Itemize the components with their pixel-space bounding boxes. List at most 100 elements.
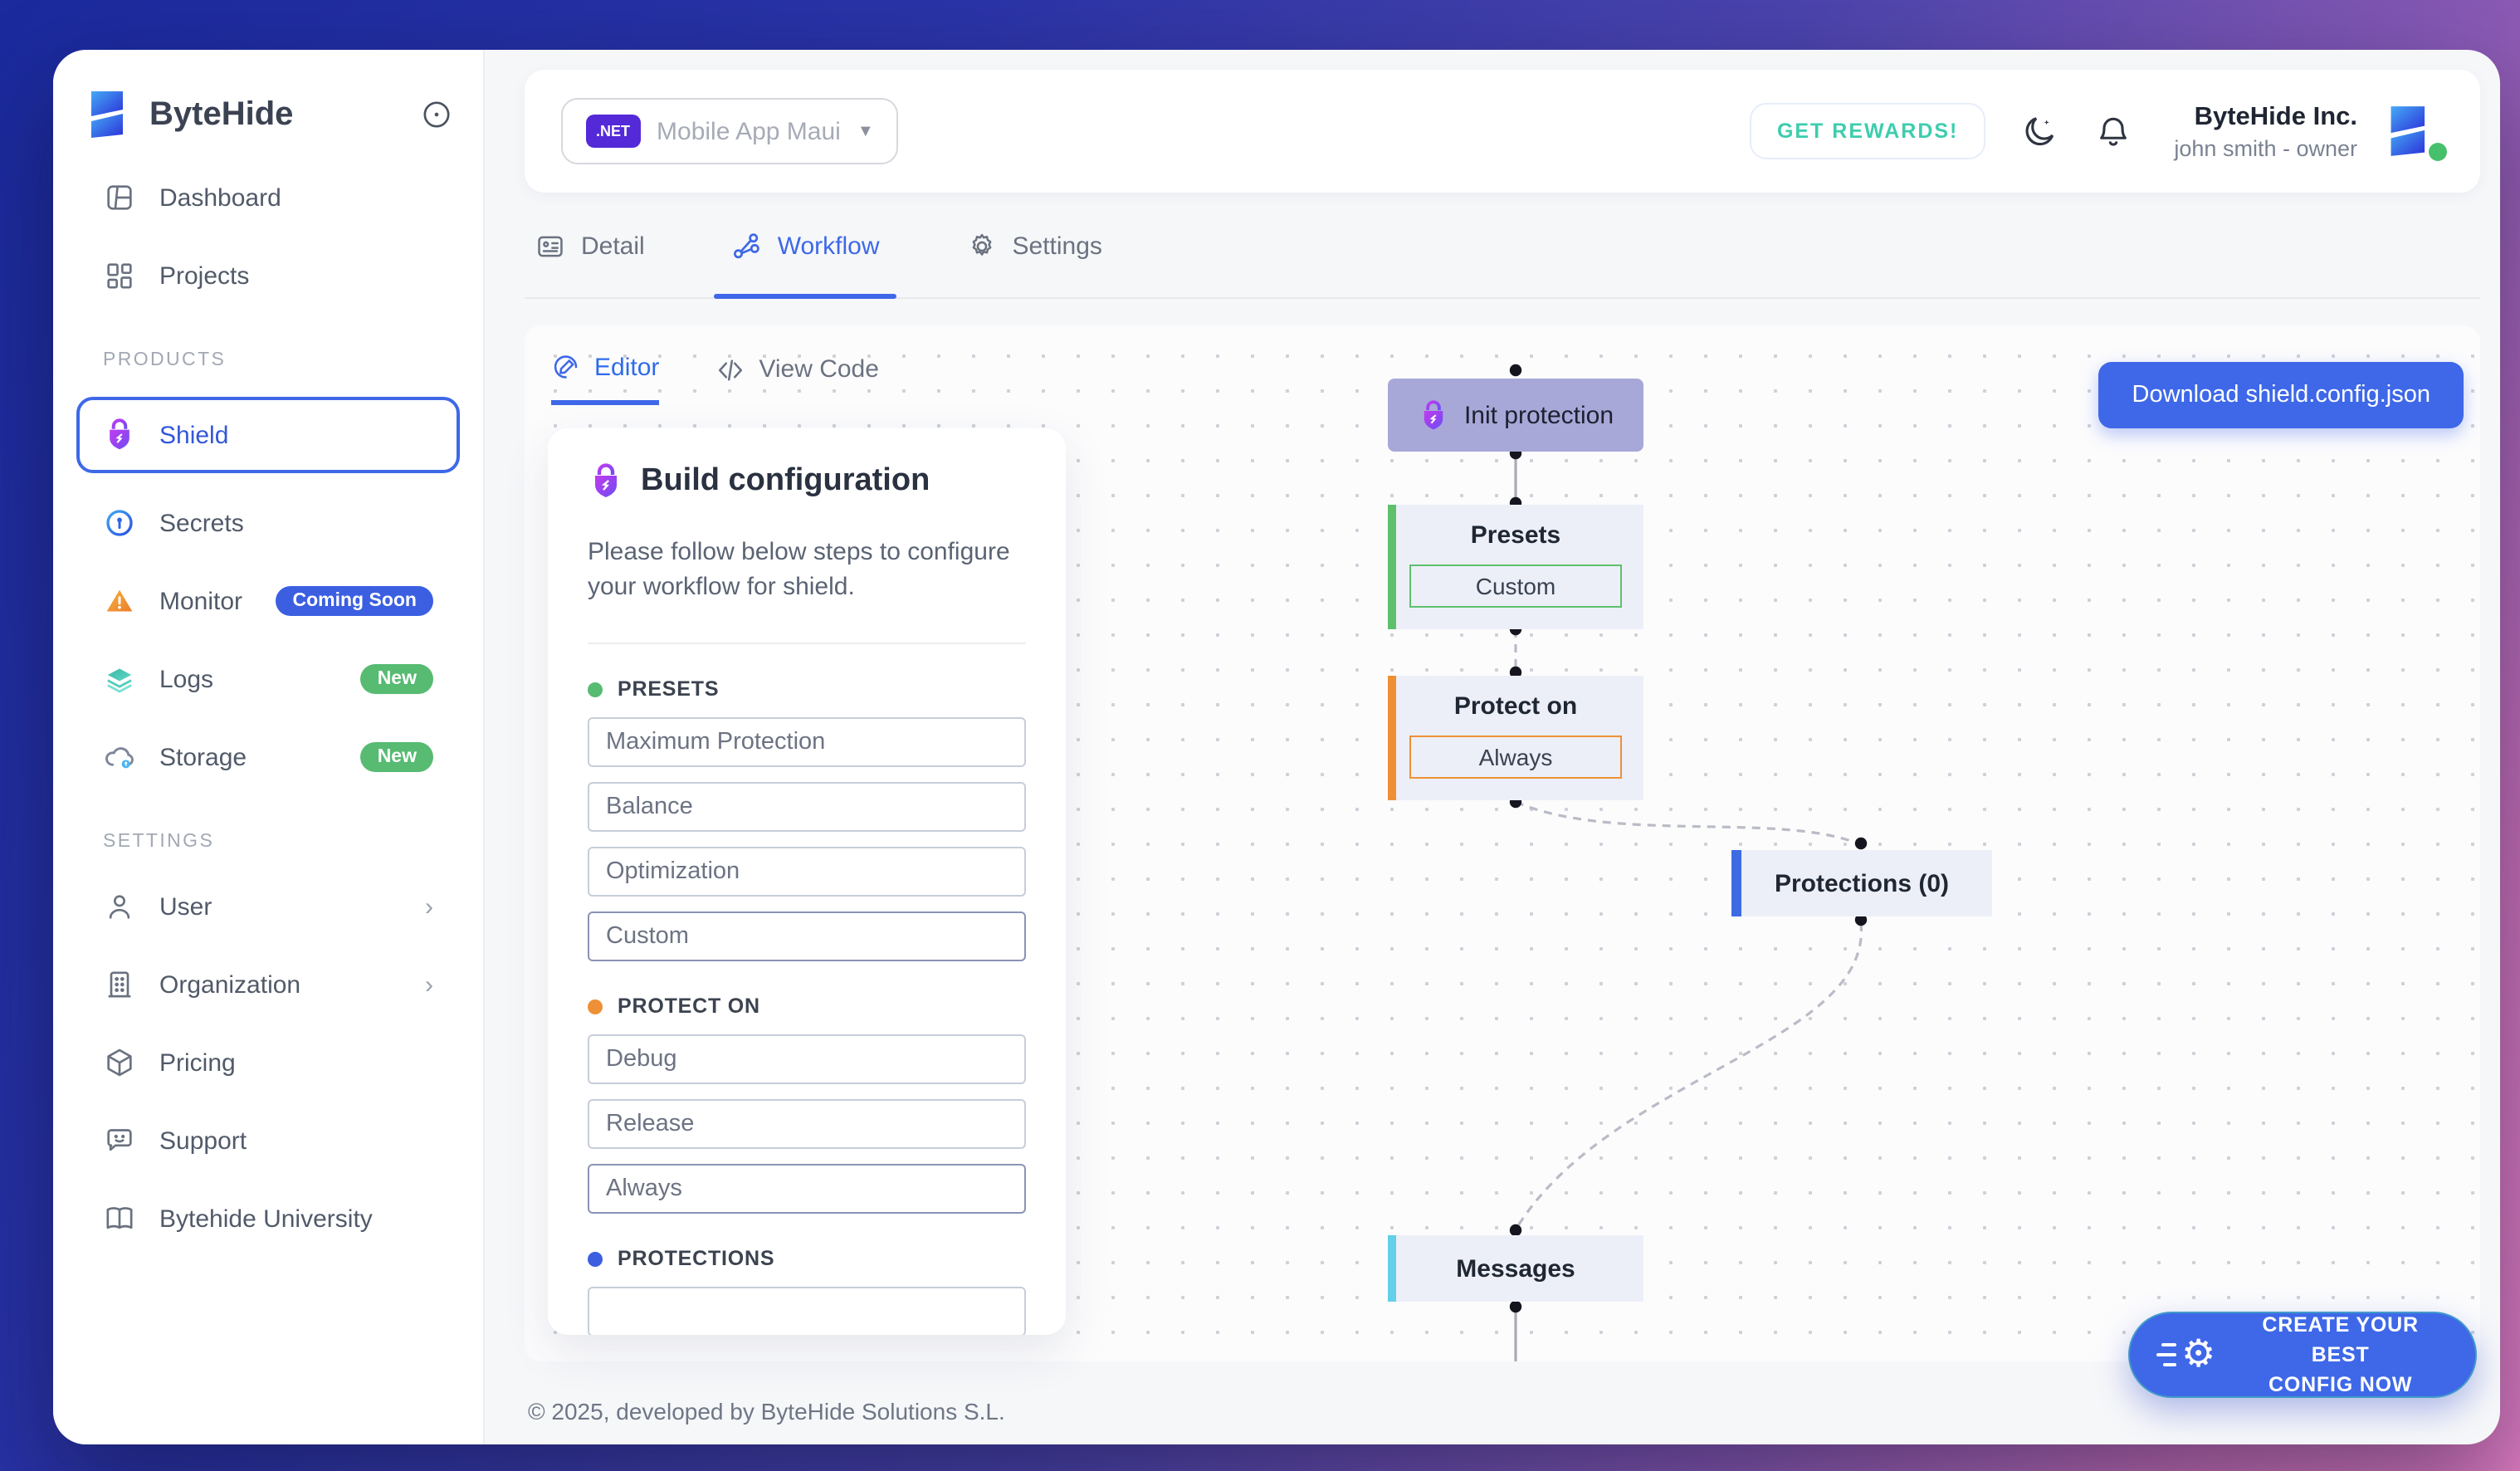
shield-lock-icon [110,418,129,450]
sidebar-item-organization[interactable]: Organization › [83,951,453,1018]
workflow-node-presets[interactable]: Presets Custom [1388,505,1643,629]
app-window: ByteHide Dashboard Projects PRODUCTS [53,50,2500,1444]
sidebar-item-storage[interactable]: Storage New [83,724,453,790]
dotnet-badge: .NET [586,115,641,148]
sidebar-item-monitor[interactable]: Monitor Coming Soon [83,568,453,634]
dark-mode-moon-icon[interactable] [2021,113,2058,149]
tab-label: Settings [1012,232,1102,261]
tab-detail[interactable]: Detail [528,196,652,297]
download-config-button[interactable]: Download shield.config.json [2098,362,2464,428]
speed-gear-icon: ⚙ [2156,1335,2215,1374]
panel-description: Please follow below steps to configure y… [588,538,1010,601]
page-tabs: Detail Workflow Settings [525,196,2480,299]
divider [588,643,1026,644]
sidebar-item-label: User [159,892,212,921]
tab-view-code[interactable]: View Code [715,352,879,405]
workflow-icon [734,233,760,259]
logs-layers-icon [107,668,132,693]
node-title: Messages [1456,1254,1575,1283]
coming-soon-badge: Coming Soon [276,586,433,616]
sidebar-item-label: Projects [159,261,250,290]
orange-dot-icon [588,999,603,1014]
bytehide-logo-icon [91,91,123,138]
projects-icon [107,263,132,289]
panel-title: Build configuration [641,463,930,498]
book-icon [106,1207,133,1229]
get-rewards-button[interactable]: GET REWARDS! [1750,103,1985,159]
project-selector[interactable]: .NET Mobile App Maui ▼ [561,98,899,164]
org-name: ByteHide Inc. [2194,102,2357,130]
secrets-key-icon [106,510,133,536]
sidebar-item-support[interactable]: Support [83,1107,453,1174]
sidebar-item-label: Support [159,1126,247,1155]
preset-option-balance[interactable]: Balance [588,782,1026,832]
account-info[interactable]: ByteHide Inc. john smith - owner [2174,102,2357,160]
protect-on-option-debug[interactable]: Debug [588,1034,1026,1084]
organization-icon [108,971,131,998]
sidebar-item-label: Dashboard [159,183,281,212]
green-dot-icon [588,682,603,696]
shield-lock-icon [1424,399,1443,429]
preset-option-optimization[interactable]: Optimization [588,847,1026,897]
node-title: Presets [1470,521,1561,550]
footer-copyright: © 2025, developed by ByteHide Solutions … [528,1398,1005,1425]
project-name: Mobile App Maui [657,117,841,145]
sidebar-item-label: Logs [159,665,214,693]
sidebar-item-shield[interactable]: Shield [76,397,460,473]
workflow-node-init-protection[interactable]: Init protection [1388,379,1643,452]
sidebar: ByteHide Dashboard Projects PRODUCTS [53,50,485,1444]
protect-on-section-label: PROTECT ON [588,995,1026,1018]
chevron-right-icon: › [425,970,433,999]
sidebar-item-secrets[interactable]: Secrets [83,490,453,556]
sidebar-item-label: Bytehide University [159,1205,373,1233]
avatar[interactable] [2377,98,2447,164]
sidebar-item-pricing[interactable]: Pricing [83,1029,453,1096]
preset-option-maximum-protection[interactable]: Maximum Protection [588,717,1026,767]
sidebar-collapse-icon[interactable] [420,98,453,131]
pricing-cube-icon [107,1048,132,1077]
node-value[interactable]: Always [1409,736,1622,779]
workflow-canvas[interactable]: Editor View Code Build con [525,325,2480,1361]
support-chat-icon [107,1129,132,1151]
avatar-logo-icon [2391,106,2425,156]
node-label: Init protection [1463,401,1614,429]
workflow-node-messages[interactable]: Messages [1388,1235,1643,1302]
blue-dot-icon [588,1251,603,1266]
tab-settings[interactable]: Settings [960,196,1109,297]
node-title: Protect on [1453,692,1578,721]
tab-label: View Code [759,355,879,384]
protect-on-option-release[interactable]: Release [588,1099,1026,1149]
node-accent-bar [1731,850,1741,916]
sidebar-item-logs[interactable]: Logs New [83,646,453,712]
protections-section-label: PROTECTIONS [588,1247,1026,1270]
sidebar-item-label: Monitor [159,587,243,615]
tab-workflow[interactable]: Workflow [714,196,897,299]
new-badge: New [360,664,433,694]
workflow-node-protections[interactable]: Protections (0) [1731,850,1992,916]
tab-label: Workflow [777,232,880,261]
sidebar-item-dashboard[interactable]: Dashboard [83,164,453,231]
sidebar-item-projects[interactable]: Projects [83,242,453,309]
preset-option-custom[interactable]: Custom [588,911,1026,961]
sidebar-item-bytehide-university[interactable]: Bytehide University [83,1185,453,1252]
notifications-bell-icon[interactable] [2094,113,2131,149]
protect-on-option-always[interactable]: Always [588,1164,1026,1214]
build-configuration-panel: Build configuration Please follow below … [548,428,1066,1335]
workflow-node-protect-on[interactable]: Protect on Always [1388,676,1643,800]
sidebar-section-settings: SETTINGS [103,832,215,852]
node-value[interactable]: Custom [1409,564,1622,608]
caret-down-icon: ▼ [857,122,874,140]
user-icon [109,895,130,919]
detail-card-icon [538,236,563,257]
sidebar-section-products: PRODUCTS [103,350,227,370]
shield-lock-icon [595,463,617,497]
tab-editor[interactable]: Editor [551,352,660,405]
protections-option-partial[interactable] [588,1287,1026,1335]
sidebar-item-user[interactable]: User › [83,873,453,940]
node-accent-bar [1388,1235,1396,1302]
sidebar-item-label: Pricing [159,1048,236,1077]
sidebar-item-label: Organization [159,970,301,999]
node-accent-bar [1388,505,1396,629]
